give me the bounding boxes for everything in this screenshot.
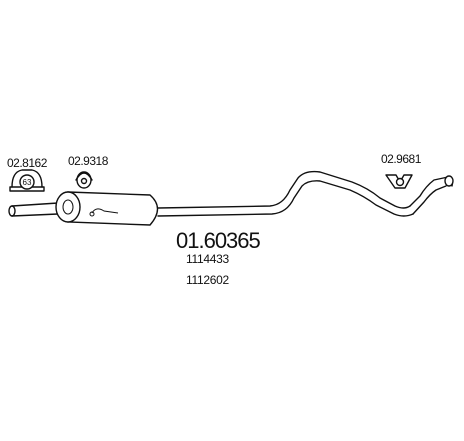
tail-pipe <box>157 170 454 217</box>
rear-hanger-part-number: 02.9681 <box>381 152 422 166</box>
front-hanger-part-number: 02.9318 <box>68 154 109 168</box>
muffler <box>55 191 159 226</box>
reference-number-1: 1114433 <box>186 252 229 266</box>
clamp-size-label: 63 <box>23 178 32 187</box>
rear-hanger-icon <box>385 174 413 189</box>
clamp-icon: 63 <box>9 169 45 192</box>
reference-number-2: 1112602 <box>186 273 229 287</box>
front-hanger-icon <box>75 171 93 189</box>
inlet-pipe <box>8 202 59 217</box>
main-part-number: 01.60365 <box>176 228 261 253</box>
clamp-part-number: 02.8162 <box>7 156 48 170</box>
